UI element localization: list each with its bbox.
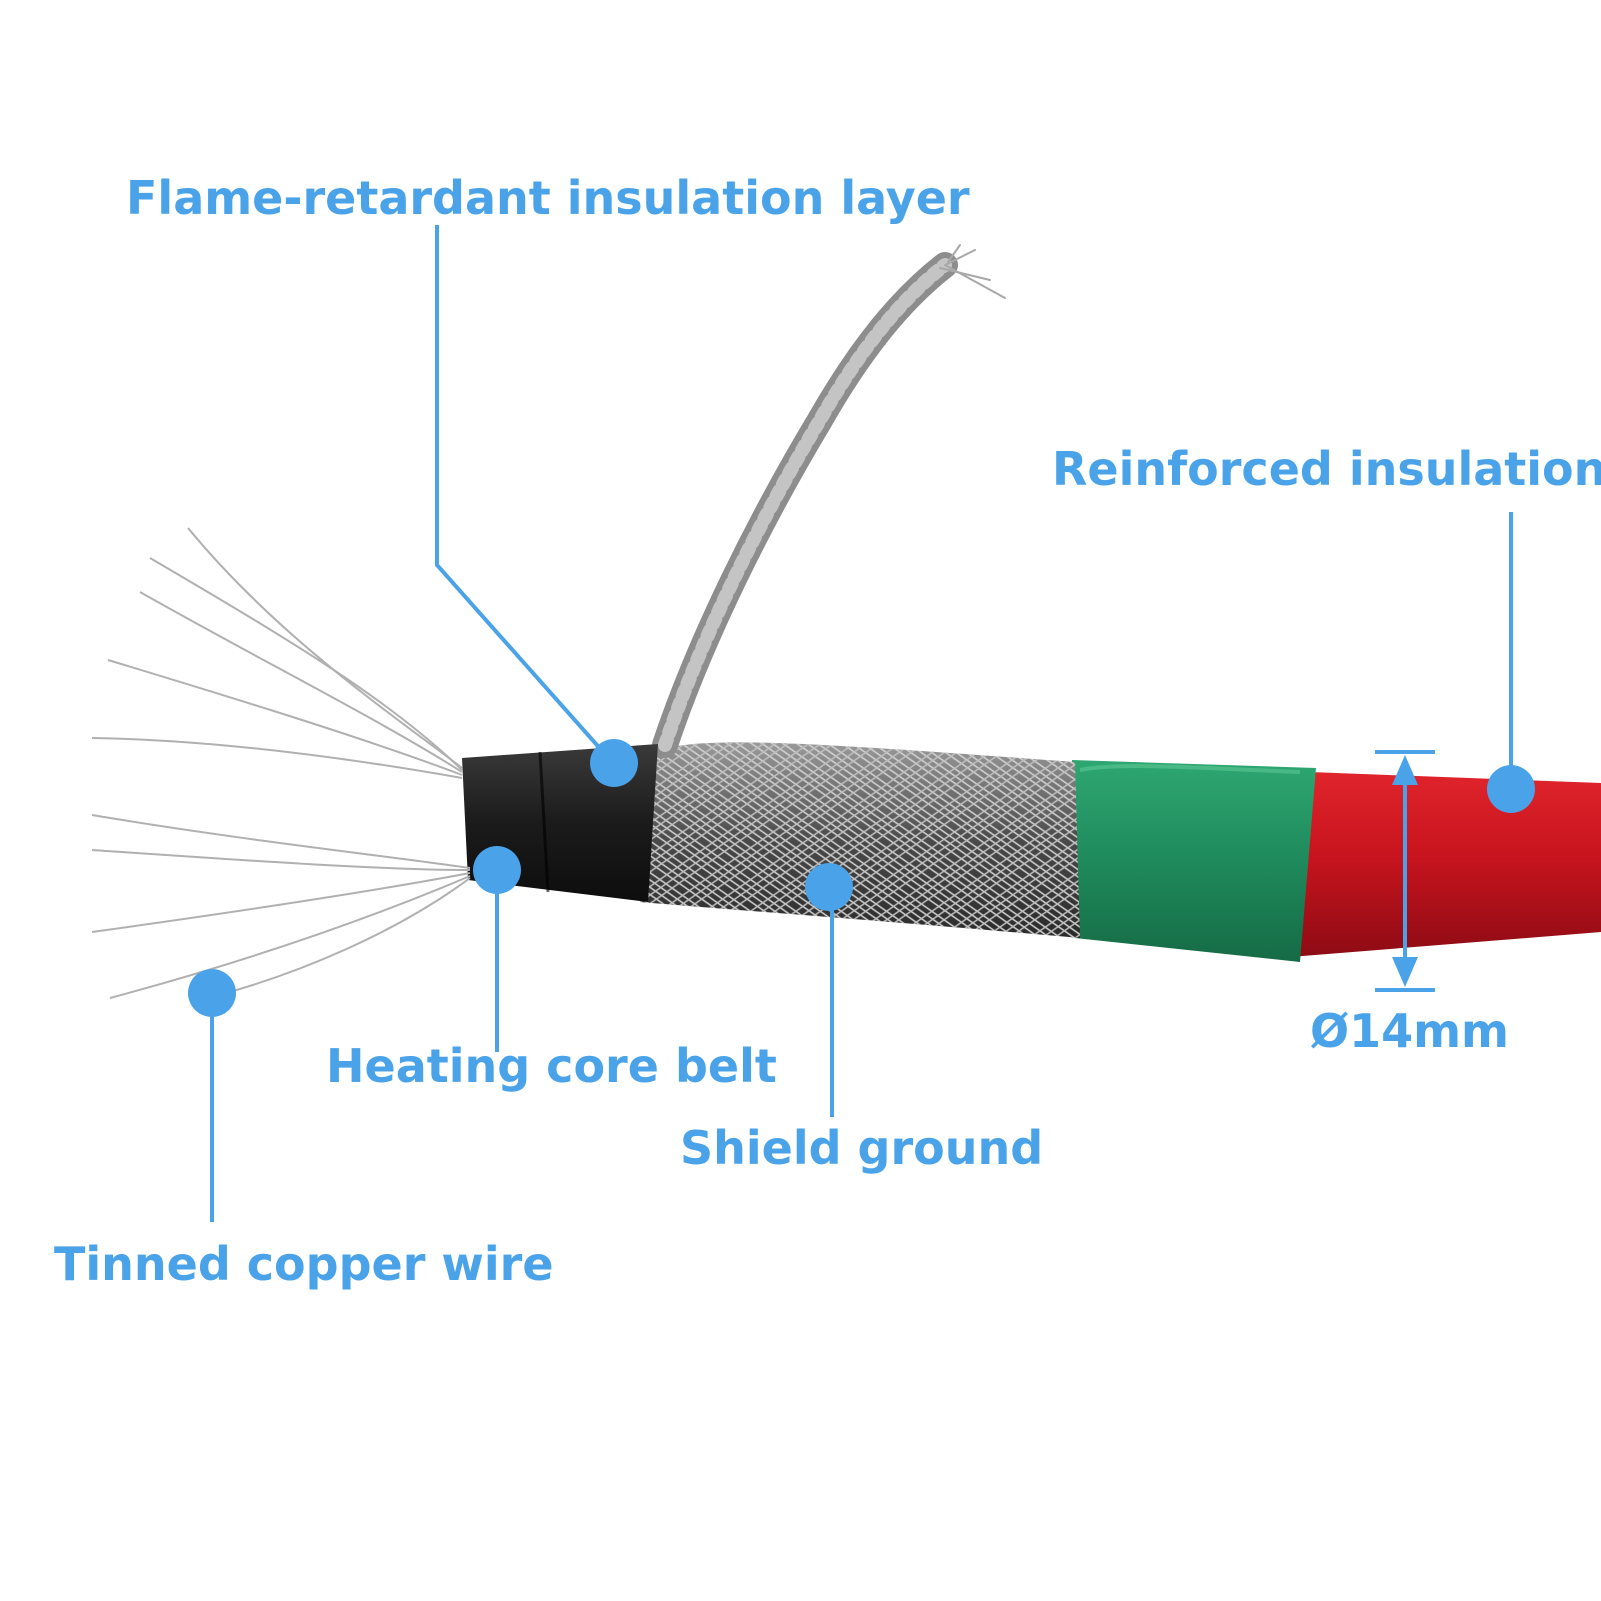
label-reinforced: Reinforced insulation	[1052, 442, 1601, 496]
label-flame-retardant: Flame-retardant insulation layer	[126, 171, 970, 225]
dot-flame-retardant	[590, 739, 638, 787]
twisted-braid-strand	[652, 244, 1006, 758]
dot-tinned-copper	[188, 969, 236, 1017]
braided-shield	[640, 742, 1080, 938]
dot-shield-ground	[805, 863, 853, 911]
dimension-arrow-down	[1392, 957, 1418, 987]
label-tinned-copper: Tinned copper wire	[54, 1237, 554, 1291]
diameter-dimension	[1375, 750, 1435, 992]
copper-wire-strands-lower	[91, 814, 471, 1001]
leader-flame-retardant	[435, 225, 614, 764]
leader-lines	[210, 225, 1513, 1222]
dot-reinforced	[1487, 765, 1535, 813]
callout-dots	[188, 739, 1535, 1017]
dot-heating-core	[473, 846, 521, 894]
copper-wire-strands-upper	[91, 527, 463, 779]
dimension-arrow-up	[1392, 755, 1418, 785]
label-heating-core: Heating core belt	[326, 1039, 777, 1093]
green-sleeve	[1072, 760, 1316, 962]
red-outer-jacket	[1290, 772, 1601, 957]
label-diameter: Ø14mm	[1310, 1004, 1509, 1058]
label-shield-ground: Shield ground	[680, 1121, 1044, 1175]
